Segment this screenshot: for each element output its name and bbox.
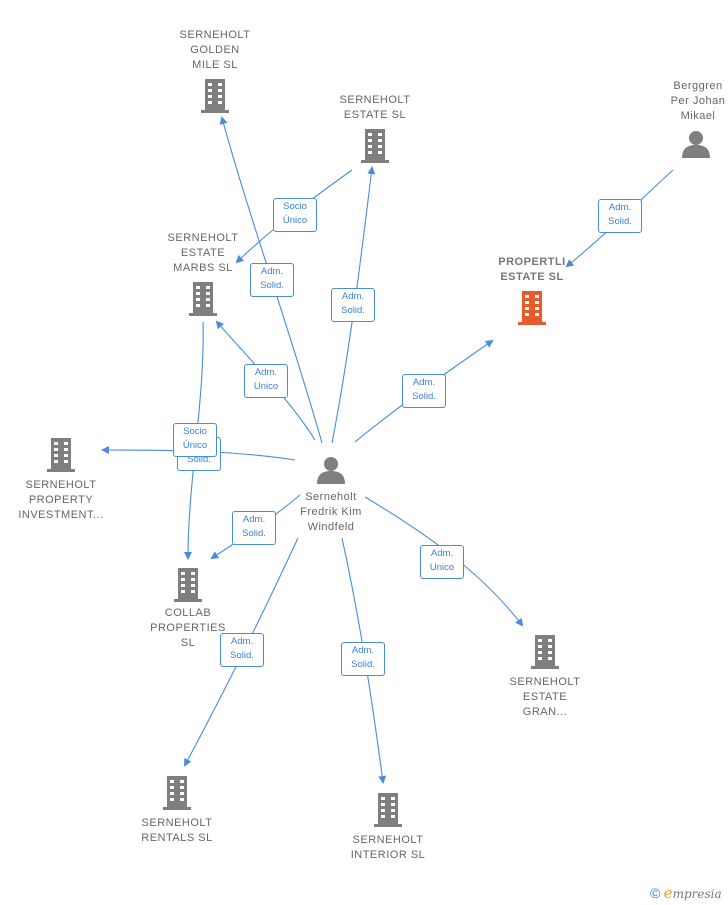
node-label: Serneholt Fredrik Kim Windfeld <box>300 491 362 533</box>
node-serneholt-estate-gran[interactable]: SERNEHOLT ESTATE GRAN... <box>490 633 600 720</box>
building-icon <box>47 438 75 472</box>
node-serneholt-rentals[interactable]: SERNEHOLT RENTALS SL <box>122 774 232 846</box>
edge-label-adm-solid[interactable]: Adm. Solid. <box>220 633 264 667</box>
node-berggren-per-johan-mikael[interactable]: Berggren Per Johan Mikael <box>658 79 728 160</box>
node-serneholt-fredrik-kim-windfeld[interactable]: Serneholt Fredrik Kim Windfeld <box>276 454 386 535</box>
building-icon <box>163 776 191 810</box>
person-icon <box>682 131 710 158</box>
edge-label-adm-solid[interactable]: Adm. Solid. <box>250 263 294 297</box>
copyright-icon: © <box>650 885 661 901</box>
node-label: SERNEHOLT PROPERTY INVESTMENT... <box>18 479 104 521</box>
edge-label-adm-solid[interactable]: Adm. Solid. <box>232 511 276 545</box>
building-icon <box>361 129 389 163</box>
edge-label-adm-unico[interactable]: Adm. Unico <box>420 545 464 579</box>
empresia-logo: © empresia <box>650 884 722 902</box>
node-label: PROPERTLI ESTATE SL <box>498 256 566 283</box>
edge-label-adm-solid[interactable]: Adm. Solid. <box>331 288 375 322</box>
node-serneholt-estate-marbs[interactable]: SERNEHOLT ESTATE MARBS SL <box>148 231 258 318</box>
edge-label-adm-unico[interactable]: Adm. Unico <box>244 364 288 398</box>
edge-label-socio-unico[interactable]: Socio Único <box>173 423 217 457</box>
building-icon <box>174 568 202 602</box>
building-icon <box>518 291 546 325</box>
edge-label-adm-solid[interactable]: Adm. Solid. <box>598 199 642 233</box>
edge-label-adm-solid[interactable]: Adm. Solid. <box>341 642 385 676</box>
node-label: SERNEHOLT INTERIOR SL <box>350 834 426 861</box>
building-icon <box>374 793 402 827</box>
node-propertli-estate[interactable]: PROPERTLI ESTATE SL <box>477 255 587 327</box>
building-icon <box>189 282 217 316</box>
person-icon <box>317 457 345 484</box>
node-collab-properties[interactable]: COLLAB PROPERTIES SL <box>133 566 243 651</box>
node-label: Berggren Per Johan Mikael <box>670 80 726 122</box>
node-label: SERNEHOLT ESTATE GRAN... <box>509 676 581 718</box>
node-serneholt-estate[interactable]: SERNEHOLT ESTATE SL <box>320 93 430 165</box>
node-serneholt-golden-mile[interactable]: SERNEHOLT GOLDEN MILE SL <box>160 28 270 115</box>
node-label: SERNEHOLT RENTALS SL <box>141 817 213 844</box>
node-label: SERNEHOLT ESTATE MARBS SL <box>167 232 239 274</box>
node-label: SERNEHOLT ESTATE SL <box>339 94 411 121</box>
node-serneholt-property-investment[interactable]: SERNEHOLT PROPERTY INVESTMENT... <box>6 436 116 523</box>
brand-name: mpresia <box>672 887 722 901</box>
node-label: SERNEHOLT GOLDEN MILE SL <box>179 29 251 71</box>
node-label: COLLAB PROPERTIES SL <box>150 607 226 649</box>
building-icon <box>531 635 559 669</box>
edge-label-socio-unico[interactable]: Socio Único <box>273 198 317 232</box>
building-icon <box>201 79 229 113</box>
brand-initial: e <box>663 884 673 902</box>
edge-label-adm-solid[interactable]: Adm. Solid. <box>402 374 446 408</box>
node-serneholt-interior[interactable]: SERNEHOLT INTERIOR SL <box>333 791 443 863</box>
